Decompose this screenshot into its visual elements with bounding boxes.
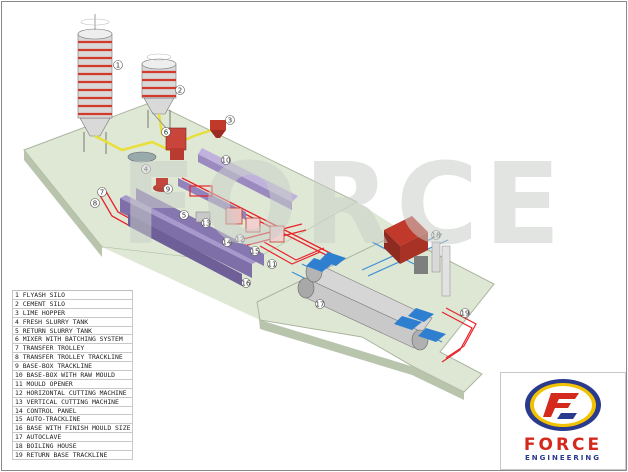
legend-table: 1 FLYASH SILO 2 CEMENT SILO 3 LIME HOPPE… (12, 290, 133, 460)
callout-11: 11 (268, 261, 277, 269)
legend-row: 8 TRANSFER TROLLEY TRACKLINE (12, 353, 133, 363)
legend-row: 15 AUTO-TRACKLINE (12, 415, 133, 425)
callout-8: 8 (93, 200, 97, 208)
autoclave-carts (306, 252, 446, 342)
auto-trackline (259, 241, 325, 265)
legend-row: 17 AUTOCLAVE (12, 433, 133, 443)
lime-hopper (210, 120, 226, 138)
logo-wordmark: FORCE (523, 435, 603, 455)
legend-row: 1 FLYASH SILO (12, 291, 133, 300)
return-base-trackline (441, 307, 477, 363)
callout-numbers: 1 2 3 4 5 6 7 8 9 10 11 12 13 14 15 16 1… (93, 62, 470, 318)
callout-3: 3 (228, 117, 232, 125)
legend-row: 9 BASE-BOX TRACKLINE (12, 362, 133, 372)
callout-4: 4 (144, 166, 149, 174)
finished-mould-rows (120, 188, 264, 286)
boiling-house (384, 216, 451, 297)
cement-silo (141, 53, 177, 130)
legend-row: 2 CEMENT SILO (12, 299, 133, 309)
legend-row: 11 MOULD OPENER (12, 379, 133, 389)
mixer-batching-system (151, 111, 187, 160)
legend-row: 10 BASE-BOX WITH RAW MOULD (12, 371, 133, 380)
callout-19: 19 (461, 310, 470, 318)
callout-9: 9 (166, 186, 170, 194)
legend-row: 4 FRESH SLURRY TANK (12, 317, 133, 327)
legend-row: 7 TRANSFER TROLLEY (12, 344, 133, 354)
callout-17: 17 (316, 301, 325, 309)
ground-platform-lower-side (257, 302, 464, 400)
company-logo: FORCE ENGINEERING (500, 372, 626, 470)
legend-row: 19 RETURN BASE TRACKLINE (12, 451, 133, 460)
callout-16: 16 (242, 280, 251, 288)
callout-5: 5 (182, 212, 186, 220)
callout-2: 2 (178, 87, 182, 95)
legend-row: 3 LIME HOPPER (12, 308, 133, 318)
callout-10: 10 (222, 157, 231, 165)
callout-markers (90, 60, 470, 318)
legend-row: 18 BOILING HOUSE (12, 442, 133, 452)
callout-12: 12 (236, 236, 245, 244)
legend-row: 12 HORIZONTAL CUTTING MACHINE (12, 388, 133, 398)
callout-7: 7 (100, 189, 104, 197)
callout-18: 18 (432, 232, 441, 240)
legend-row: 14 CONTROL PANEL (12, 406, 133, 416)
callout-14: 14 (223, 239, 232, 247)
cutting-machines (189, 185, 285, 243)
callout-15: 15 (251, 248, 260, 256)
force-emblem-icon (525, 379, 601, 431)
callout-13: 13 (202, 220, 211, 228)
callout-6: 6 (164, 129, 169, 137)
legend-row: 16 BASE WITH FINISH MOULD SIZE (12, 424, 133, 434)
callout-1: 1 (116, 62, 120, 70)
legend-row: 6 MIXER WITH BATCHING SYSTEM (12, 335, 133, 345)
legend-row: 5 RETURN SLURRY TANK (12, 326, 133, 336)
legend-row: 13 VERTICAL CUTTING MACHINE (12, 397, 133, 407)
logo-subtitle: ENGINEERING (524, 454, 601, 462)
flyash-silo (77, 14, 113, 154)
ground-platform-upper-side (24, 150, 102, 257)
